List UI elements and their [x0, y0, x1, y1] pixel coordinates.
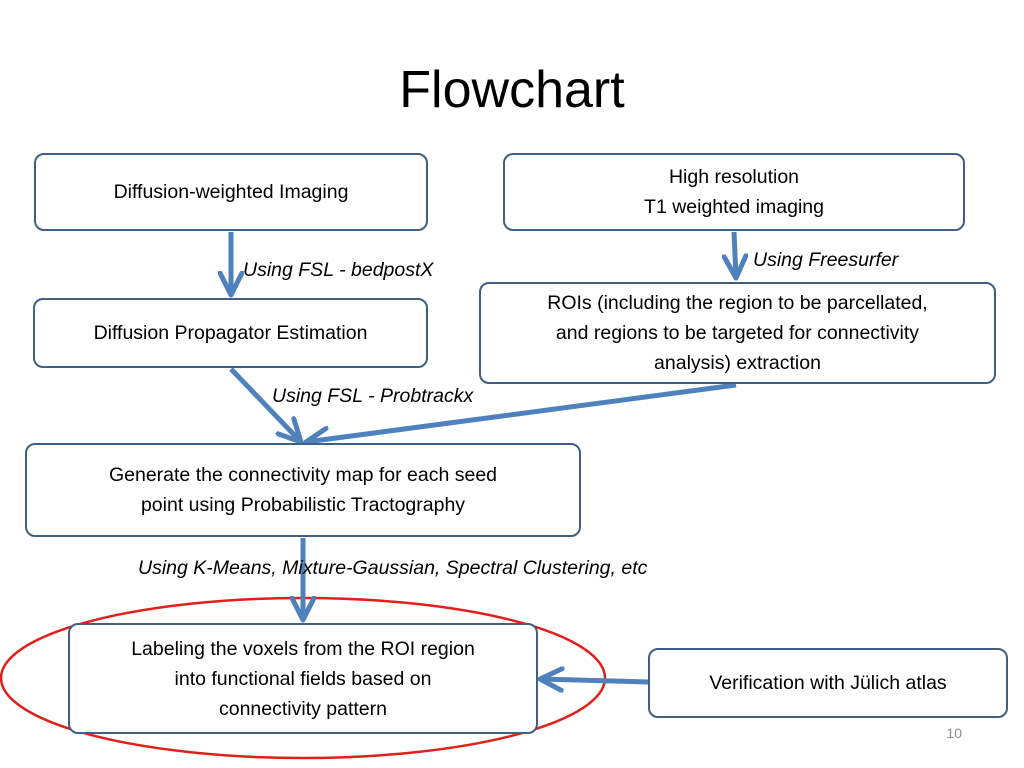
- box-diffusion-weighted-imaging: Diffusion-weighted Imaging: [34, 153, 428, 231]
- box-label-line-2: point using Probabilistic Tractography: [140, 494, 466, 516]
- box-diffusion-propagator-estimation: Diffusion Propagator Estimation: [33, 298, 428, 368]
- arrow-verification-to-labeling: [540, 679, 649, 682]
- box-generate-connectivity-map: Generate the connectivity map for each s…: [25, 443, 581, 537]
- edge-label-bedpostx: Using FSL - bedpostX: [243, 259, 434, 281]
- box-label-line-1: High resolution: [668, 166, 800, 188]
- edge-label-clustering: Using K-Means, Mixture-Gaussian, Spectra…: [138, 557, 648, 579]
- arrow-propagator-to-connectivity: [229, 367, 301, 442]
- box-label-line-2: into functional fields based on: [174, 667, 432, 690]
- box-label-line-1: ROIs (including the region to be parcell…: [547, 292, 928, 314]
- box-roi-extraction: ROIs (including the region to be parcell…: [479, 282, 996, 384]
- box-label-line-3: analysis) extraction: [654, 352, 821, 374]
- box-label: Diffusion Propagator Estimation: [93, 322, 368, 344]
- arrow-rois-to-connectivity: [306, 382, 737, 442]
- box-label: Diffusion-weighted Imaging: [113, 181, 349, 203]
- box-label-line-2: T1 weighted imaging: [644, 196, 824, 218]
- page-number: 10: [946, 725, 962, 741]
- box-label: Verification with Jülich atlas: [709, 672, 947, 694]
- slide-title: Flowchart: [399, 61, 625, 119]
- box-label-line-3: connectivity pattern: [218, 697, 387, 720]
- arrow-t1-to-rois: [734, 231, 736, 278]
- box-label-line-2: and regions to be targeted for connectiv…: [555, 322, 920, 344]
- box-labeling-voxels: Labeling the voxels from the ROI region …: [68, 623, 538, 734]
- box-label-line-1: Generate the connectivity map for each s…: [108, 464, 498, 486]
- box-verification-julich-atlas: Verification with Jülich atlas: [648, 648, 1008, 718]
- edge-label-freesurfer: Using Freesurfer: [753, 249, 899, 271]
- box-label-line-1: Labeling the voxels from the ROI region: [131, 637, 475, 660]
- box-t1-weighted-imaging: High resolution T1 weighted imaging: [503, 153, 965, 231]
- edge-label-probtrackx: Using FSL - Probtrackx: [272, 385, 474, 407]
